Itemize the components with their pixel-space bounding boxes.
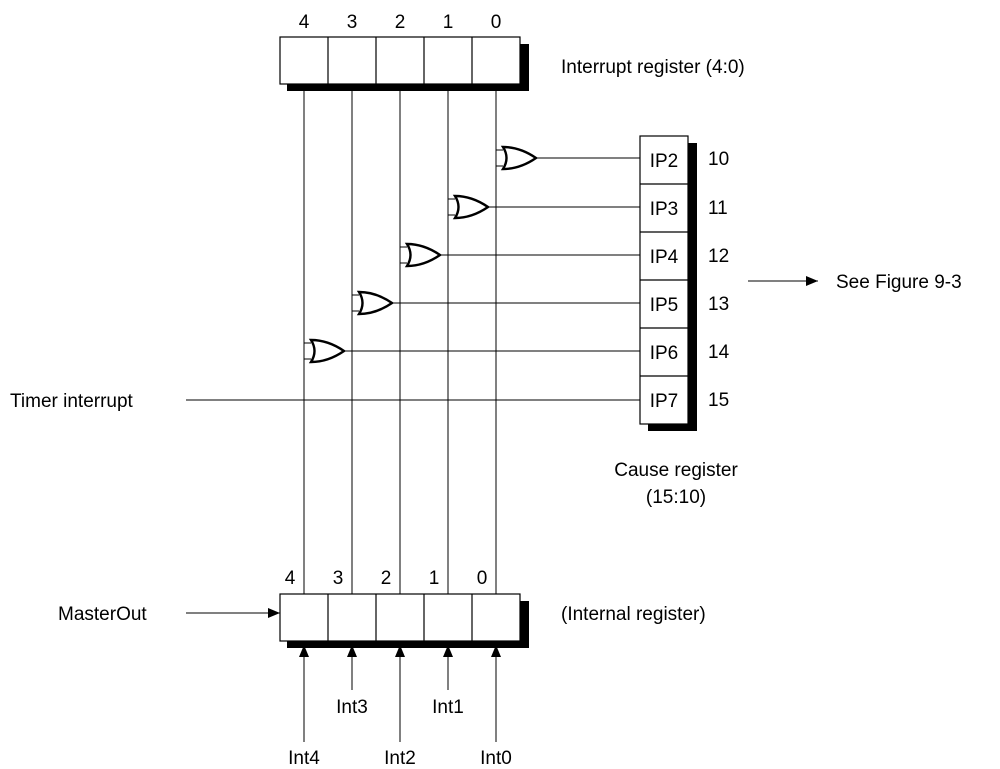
timer-interrupt-label: Timer interrupt <box>10 391 134 412</box>
cause-field-bit: 12 <box>708 246 729 267</box>
interrupt-register-bit-label: 0 <box>491 12 502 33</box>
cause-field-bit: 14 <box>708 342 730 363</box>
interrupt-register-bit-label: 3 <box>347 12 358 33</box>
internal-register-box <box>279 593 521 642</box>
cause-register-label: Cause register <box>614 460 738 481</box>
internal-register: 4 3 2 1 0 (Internal register) <box>279 568 706 648</box>
gate-output-lines <box>186 157 640 401</box>
master-out-label: MasterOut <box>58 604 147 625</box>
interrupt-register-label: Interrupt register (4:0) <box>561 57 745 78</box>
cause-field-bit: 15 <box>708 390 729 411</box>
internal-register-bit-label: 3 <box>333 568 344 589</box>
int2-label: Int2 <box>384 748 416 769</box>
cause-field-name: IP2 <box>650 151 679 172</box>
master-out-input: MasterOut <box>58 604 280 625</box>
see-figure-label: See Figure 9-3 <box>836 272 962 293</box>
see-figure-reference: See Figure 9-3 <box>748 272 962 293</box>
int0-label: Int0 <box>480 748 512 769</box>
internal-register-bit-label: 1 <box>429 568 440 589</box>
or-gate-ip5 <box>352 290 395 316</box>
or-gate-ip3 <box>448 194 491 220</box>
cause-field-name: IP3 <box>650 199 679 220</box>
interrupt-register-bit-label: 2 <box>395 12 406 33</box>
interrupt-register-box <box>279 36 521 85</box>
cause-field-bit: 13 <box>708 294 729 315</box>
interrupt-register-bit-label: 1 <box>443 12 454 33</box>
int1-label: Int1 <box>432 697 464 718</box>
cause-field-name: IP7 <box>650 391 679 412</box>
cause-register-range-label: (15:10) <box>646 487 706 508</box>
or-gate-ip2 <box>496 145 539 171</box>
cause-field-name: IP6 <box>650 343 679 364</box>
or-gates <box>304 145 539 364</box>
cause-register: IP2 IP3 IP4 IP5 IP6 IP7 10 11 12 13 14 1… <box>614 135 738 508</box>
interrupt-inputs <box>299 645 501 742</box>
int3-label: Int3 <box>336 697 368 718</box>
interrupt-register-bit-label: 4 <box>299 12 310 33</box>
vertical-signal-lines <box>303 84 497 594</box>
int4-label: Int4 <box>288 748 320 769</box>
interrupt-register: 4 3 2 1 0 Interrupt register (4:0) <box>279 12 745 91</box>
cause-field-name: IP5 <box>650 295 679 316</box>
internal-register-bit-label: 4 <box>285 568 296 589</box>
cause-field-name: IP4 <box>650 247 679 268</box>
or-gate-ip4 <box>400 242 443 268</box>
internal-register-label: (Internal register) <box>561 604 706 625</box>
cause-field-bit: 11 <box>708 198 728 219</box>
internal-register-bit-label: 0 <box>477 568 488 589</box>
or-gate-ip6 <box>304 338 347 364</box>
cause-field-bit: 10 <box>708 149 729 170</box>
internal-register-bit-label: 2 <box>381 568 392 589</box>
